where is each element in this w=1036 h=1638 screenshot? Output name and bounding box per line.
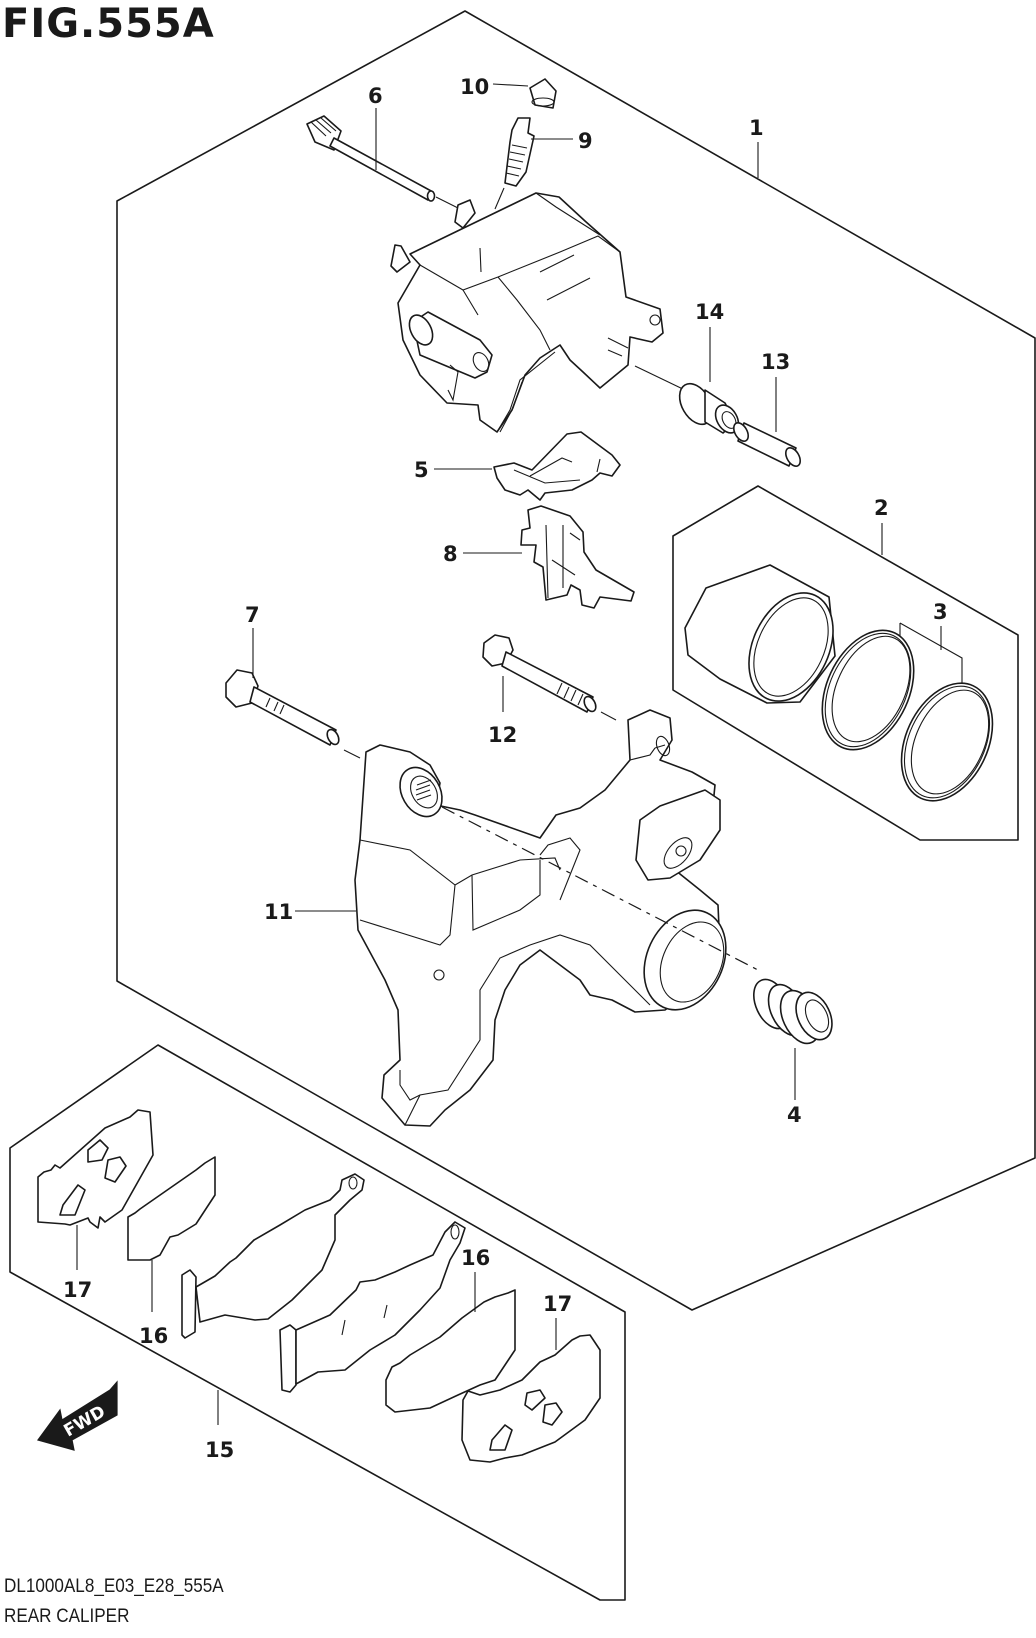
part-16-shim-left[interactable] — [127, 1156, 216, 1261]
callout-4[interactable]: 4 — [787, 1103, 802, 1127]
assembly-boundary-1 — [116, 10, 1036, 1311]
callout-9[interactable]: 9 — [578, 129, 593, 153]
callout-16-left[interactable]: 16 — [139, 1324, 168, 1348]
callout-11[interactable]: 11 — [264, 900, 293, 924]
arrow-left-down-icon — [37, 1380, 118, 1451]
callout-1[interactable]: 1 — [749, 116, 764, 140]
seal-set-bracket-3 — [899, 622, 963, 688]
part-11-caliper-bracket[interactable] — [354, 709, 741, 1127]
assembly-boundary-15 — [9, 1044, 626, 1601]
part-8-pad-spring[interactable] — [520, 505, 635, 609]
callout-8[interactable]: 8 — [443, 542, 458, 566]
part-14-slide-pin-boot[interactable] — [634, 365, 743, 437]
figure-title: FIG.555A — [2, 1, 215, 47]
part-6-pad-pin[interactable] — [306, 115, 436, 202]
part-2-piston[interactable] — [684, 564, 850, 715]
figure-name: REAR CALIPER — [4, 1606, 130, 1627]
part-16-pad-left[interactable] — [181, 1173, 365, 1339]
callout-15[interactable]: 15 — [205, 1438, 234, 1462]
figure-code: DL1000AL8_E03_E28_555A — [4, 1576, 224, 1597]
callout-6[interactable]: 6 — [368, 84, 383, 108]
part-7-mount-bolt[interactable] — [225, 669, 341, 746]
part-12-bracket-bolt[interactable] — [482, 634, 598, 713]
part-5-pad-spring[interactable] — [493, 431, 621, 501]
part-13-slide-pin[interactable] — [731, 420, 803, 468]
fwd-direction-arrow: FWD — [37, 1380, 118, 1451]
part-9-bleeder-valve[interactable] — [504, 117, 535, 187]
callout-5[interactable]: 5 — [414, 458, 429, 482]
callout-3[interactable]: 3 — [933, 600, 948, 624]
part-3-seal-a[interactable] — [804, 616, 932, 765]
callout-16-right[interactable]: 16 — [461, 1246, 490, 1270]
callout-17-left[interactable]: 17 — [63, 1278, 92, 1302]
callout-10[interactable]: 10 — [460, 75, 489, 99]
part-15-pad-right[interactable] — [279, 1221, 466, 1393]
part-16-shim-right[interactable] — [385, 1289, 516, 1413]
callout-17-right[interactable]: 17 — [543, 1292, 572, 1316]
part-17-shim-right[interactable] — [461, 1334, 601, 1463]
callout-2[interactable]: 2 — [874, 496, 889, 520]
callout-14[interactable]: 14 — [695, 300, 724, 324]
part-1-caliper-body[interactable] — [390, 192, 664, 433]
assembly-boundary-2 — [672, 485, 1019, 841]
part-17-shim-left[interactable] — [37, 1109, 154, 1229]
callout-7[interactable]: 7 — [245, 603, 260, 627]
callout-13[interactable]: 13 — [761, 350, 790, 374]
part-3-seal-b[interactable] — [884, 668, 1011, 815]
part-4-boot[interactable] — [747, 974, 840, 1050]
part-10-bleeder-cap[interactable] — [529, 78, 557, 109]
callout-12[interactable]: 12 — [488, 723, 517, 747]
callout-leaders — [76, 83, 942, 1425]
